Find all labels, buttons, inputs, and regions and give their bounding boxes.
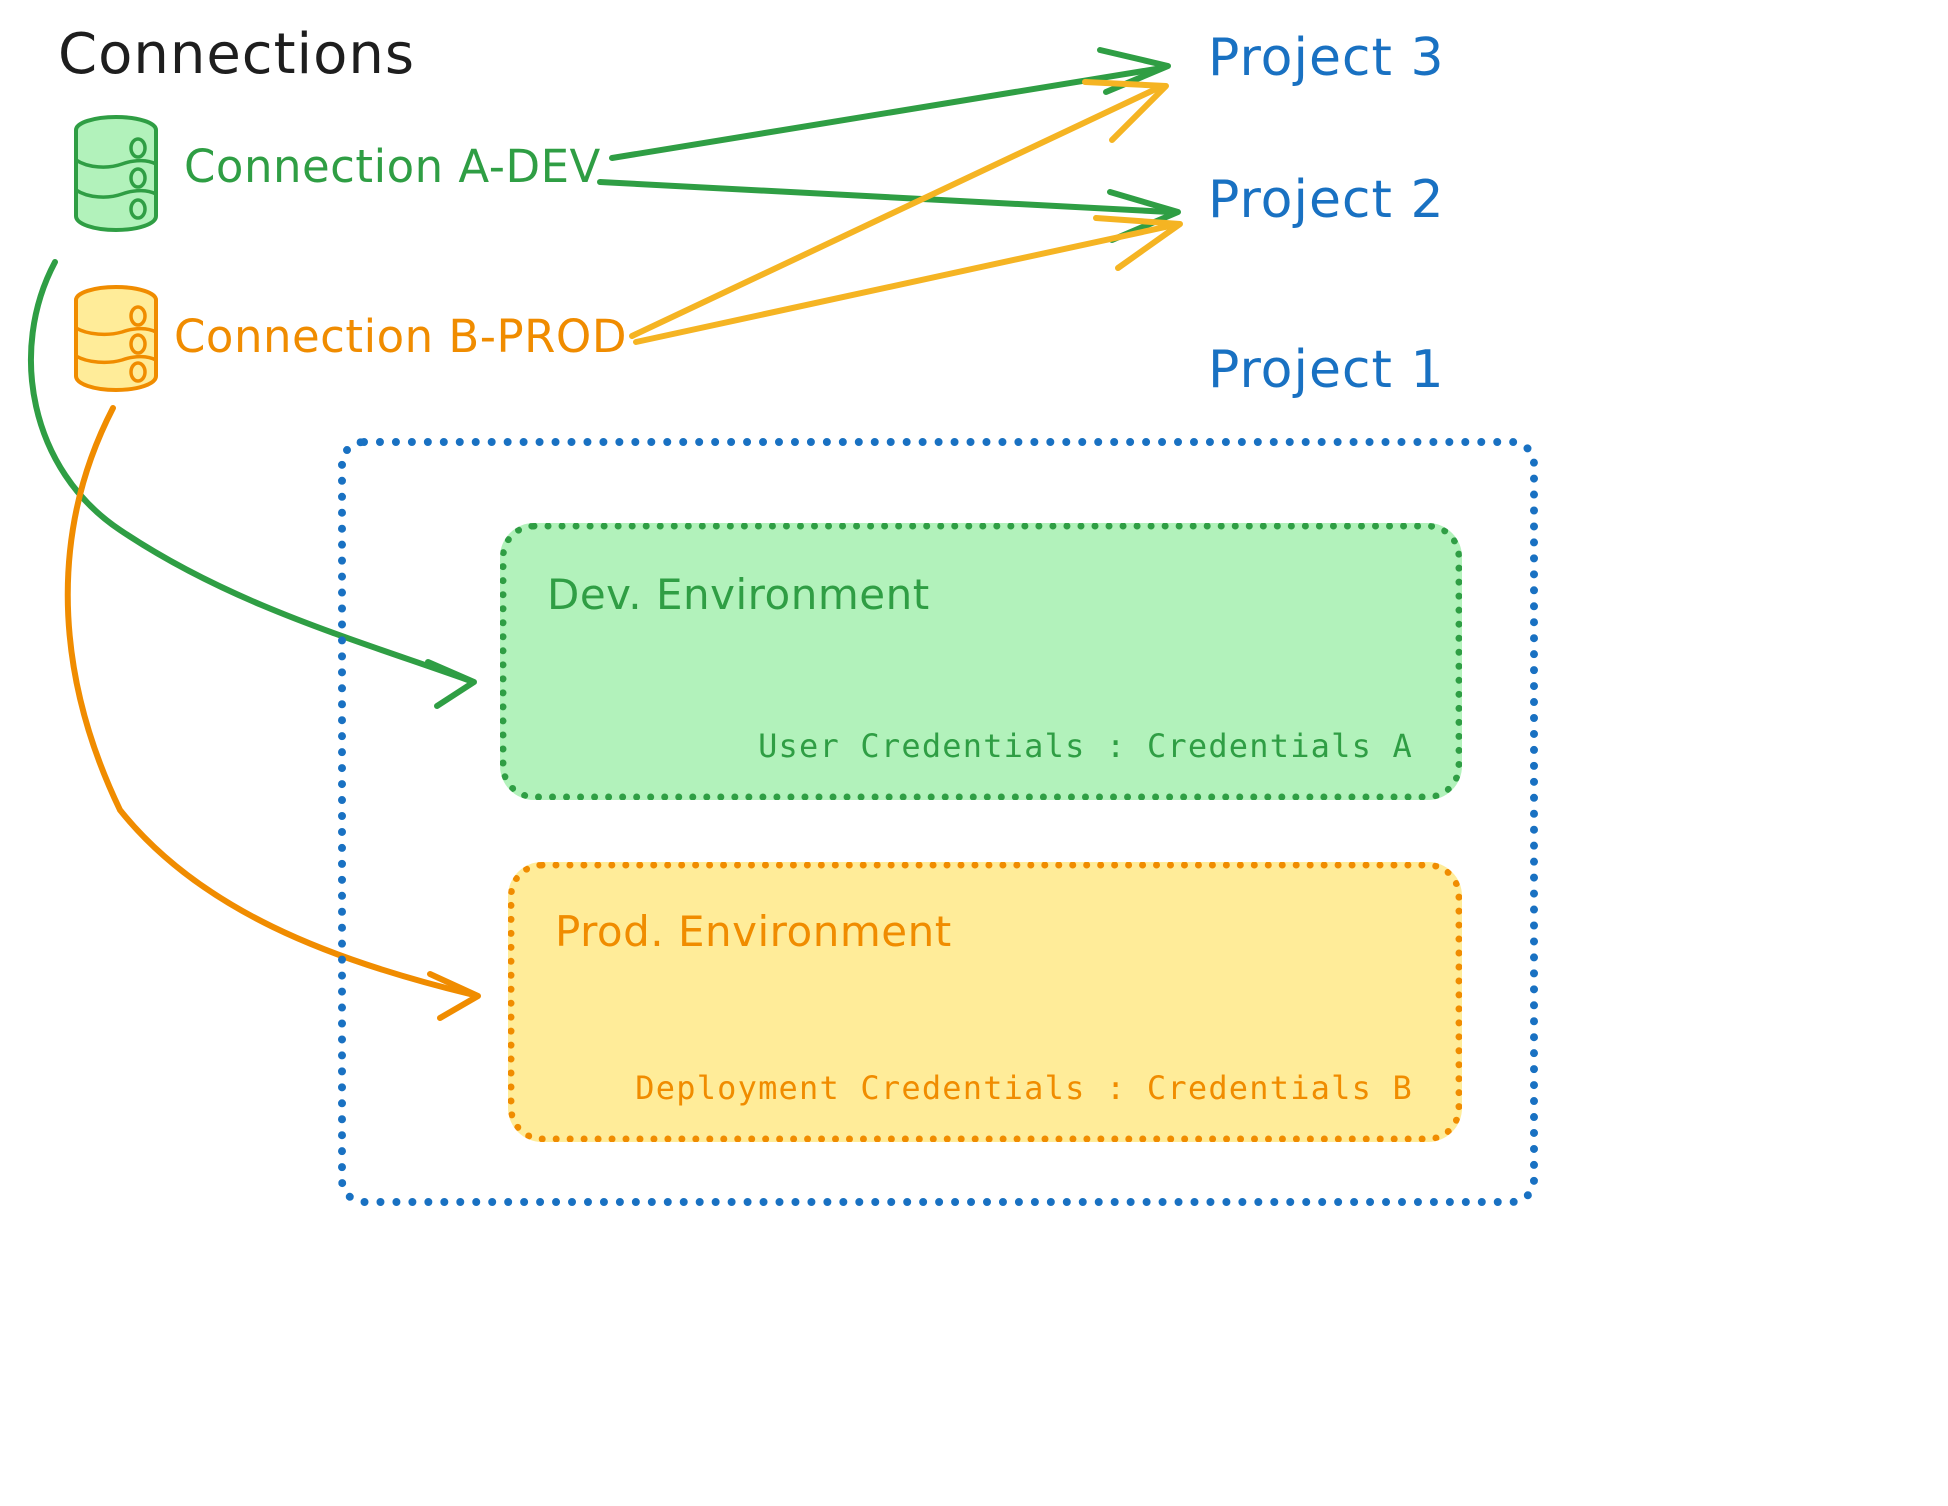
connection-a-dev-label: Connection A-DEV <box>184 140 601 193</box>
arrow-connection-a-to-dev-environment <box>28 259 477 709</box>
arrow-connection-a-to-project-3 <box>609 47 1171 161</box>
prod-environment-credentials: Deployment Credentials : Credentials B <box>635 1069 1413 1107</box>
database-cylinder-icon-a <box>74 115 158 232</box>
connection-b-prod-label: Connection B-PROD <box>174 310 628 363</box>
dev-environment-box[interactable]: Dev. Environment User Credentials : Cred… <box>500 523 1462 800</box>
arrow-connection-a-to-project-2 <box>597 179 1181 243</box>
dev-environment-title: Dev. Environment <box>547 570 930 619</box>
arrow-connection-b-to-project-2 <box>633 215 1183 345</box>
prod-environment-title: Prod. Environment <box>555 907 952 956</box>
arrow-connection-b-to-project-3 <box>629 79 1169 339</box>
project-3-label: Project 3 <box>1208 28 1445 88</box>
database-cylinder-icon-b <box>74 285 158 392</box>
dev-environment-credentials: User Credentials : Credentials A <box>758 727 1413 765</box>
project-1-label: Project 1 <box>1208 340 1445 400</box>
prod-environment-box[interactable]: Prod. Environment Deployment Credentials… <box>508 862 1462 1142</box>
project-1-container <box>338 438 1538 1206</box>
project-2-label: Project 2 <box>1208 170 1445 230</box>
page-title: Connections <box>58 22 416 87</box>
